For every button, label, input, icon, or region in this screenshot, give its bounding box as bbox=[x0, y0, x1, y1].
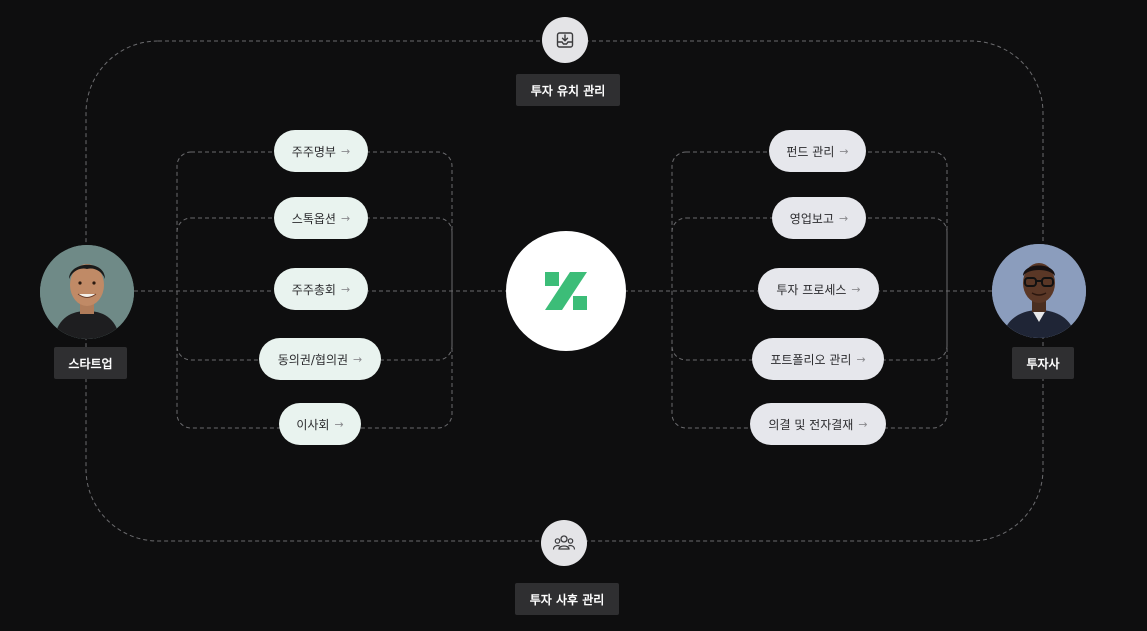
arrow-right-icon: → bbox=[340, 282, 351, 296]
users-group-icon bbox=[541, 520, 587, 566]
startup-avatar bbox=[40, 245, 134, 339]
startup-label: 스타트업 bbox=[54, 347, 127, 379]
pill-label: 주주명부 bbox=[291, 144, 336, 159]
pill-stock-options[interactable]: 스톡옵션 → bbox=[274, 197, 368, 239]
pill-label: 의결 및 전자결재 bbox=[768, 417, 854, 432]
pill-fund-management[interactable]: 펀드 관리 → bbox=[769, 130, 866, 172]
arrow-right-icon: → bbox=[340, 144, 351, 158]
pill-label: 포트폴리오 관리 bbox=[770, 352, 852, 367]
pill-label: 동의권/협의권 bbox=[277, 352, 349, 367]
pill-investment-process[interactable]: 투자 프로세스 → bbox=[758, 268, 879, 310]
pill-label: 스톡옵션 bbox=[291, 211, 336, 226]
hub-logo bbox=[506, 231, 626, 351]
pill-label: 펀드 관리 bbox=[786, 144, 835, 159]
right-inner-box-1 bbox=[671, 151, 948, 361]
arrow-right-icon: → bbox=[856, 352, 866, 366]
pill-label: 이사회 bbox=[296, 417, 330, 432]
pill-resolution-approval[interactable]: 의결 및 전자결재 → bbox=[750, 403, 886, 445]
arrow-right-icon: → bbox=[838, 211, 849, 225]
pill-board[interactable]: 이사회 → bbox=[279, 403, 361, 445]
investor-avatar bbox=[992, 244, 1086, 338]
arrow-right-icon: → bbox=[851, 282, 861, 296]
inbox-download-icon bbox=[542, 17, 588, 63]
pill-label: 투자 프로세스 bbox=[776, 282, 847, 297]
arrow-right-icon: → bbox=[858, 417, 868, 431]
left-inner-box-1 bbox=[176, 151, 453, 361]
pill-label: 주주총회 bbox=[291, 282, 336, 297]
arrow-right-icon: → bbox=[353, 352, 363, 366]
arrow-right-icon: → bbox=[839, 144, 849, 158]
percent-logo-icon bbox=[545, 272, 587, 310]
pill-label: 영업보고 bbox=[789, 211, 834, 226]
pill-shareholder-meeting[interactable]: 주주총회 → bbox=[274, 268, 368, 310]
pill-portfolio-management[interactable]: 포트폴리오 관리 → bbox=[752, 338, 884, 380]
arrow-right-icon: → bbox=[334, 417, 344, 431]
right-inner-box-2 bbox=[671, 217, 948, 429]
investor-label: 투자사 bbox=[1012, 347, 1074, 379]
left-inner-box-2 bbox=[176, 217, 453, 429]
pill-shareholder-registry[interactable]: 주주명부 → bbox=[274, 130, 368, 172]
bottom-label: 투자 사후 관리 bbox=[515, 583, 619, 615]
pill-business-report[interactable]: 영업보고 → bbox=[772, 197, 866, 239]
pill-consent-rights[interactable]: 동의권/협의권 → bbox=[259, 338, 381, 380]
arrow-right-icon: → bbox=[340, 211, 351, 225]
top-label: 투자 유치 관리 bbox=[516, 74, 620, 106]
